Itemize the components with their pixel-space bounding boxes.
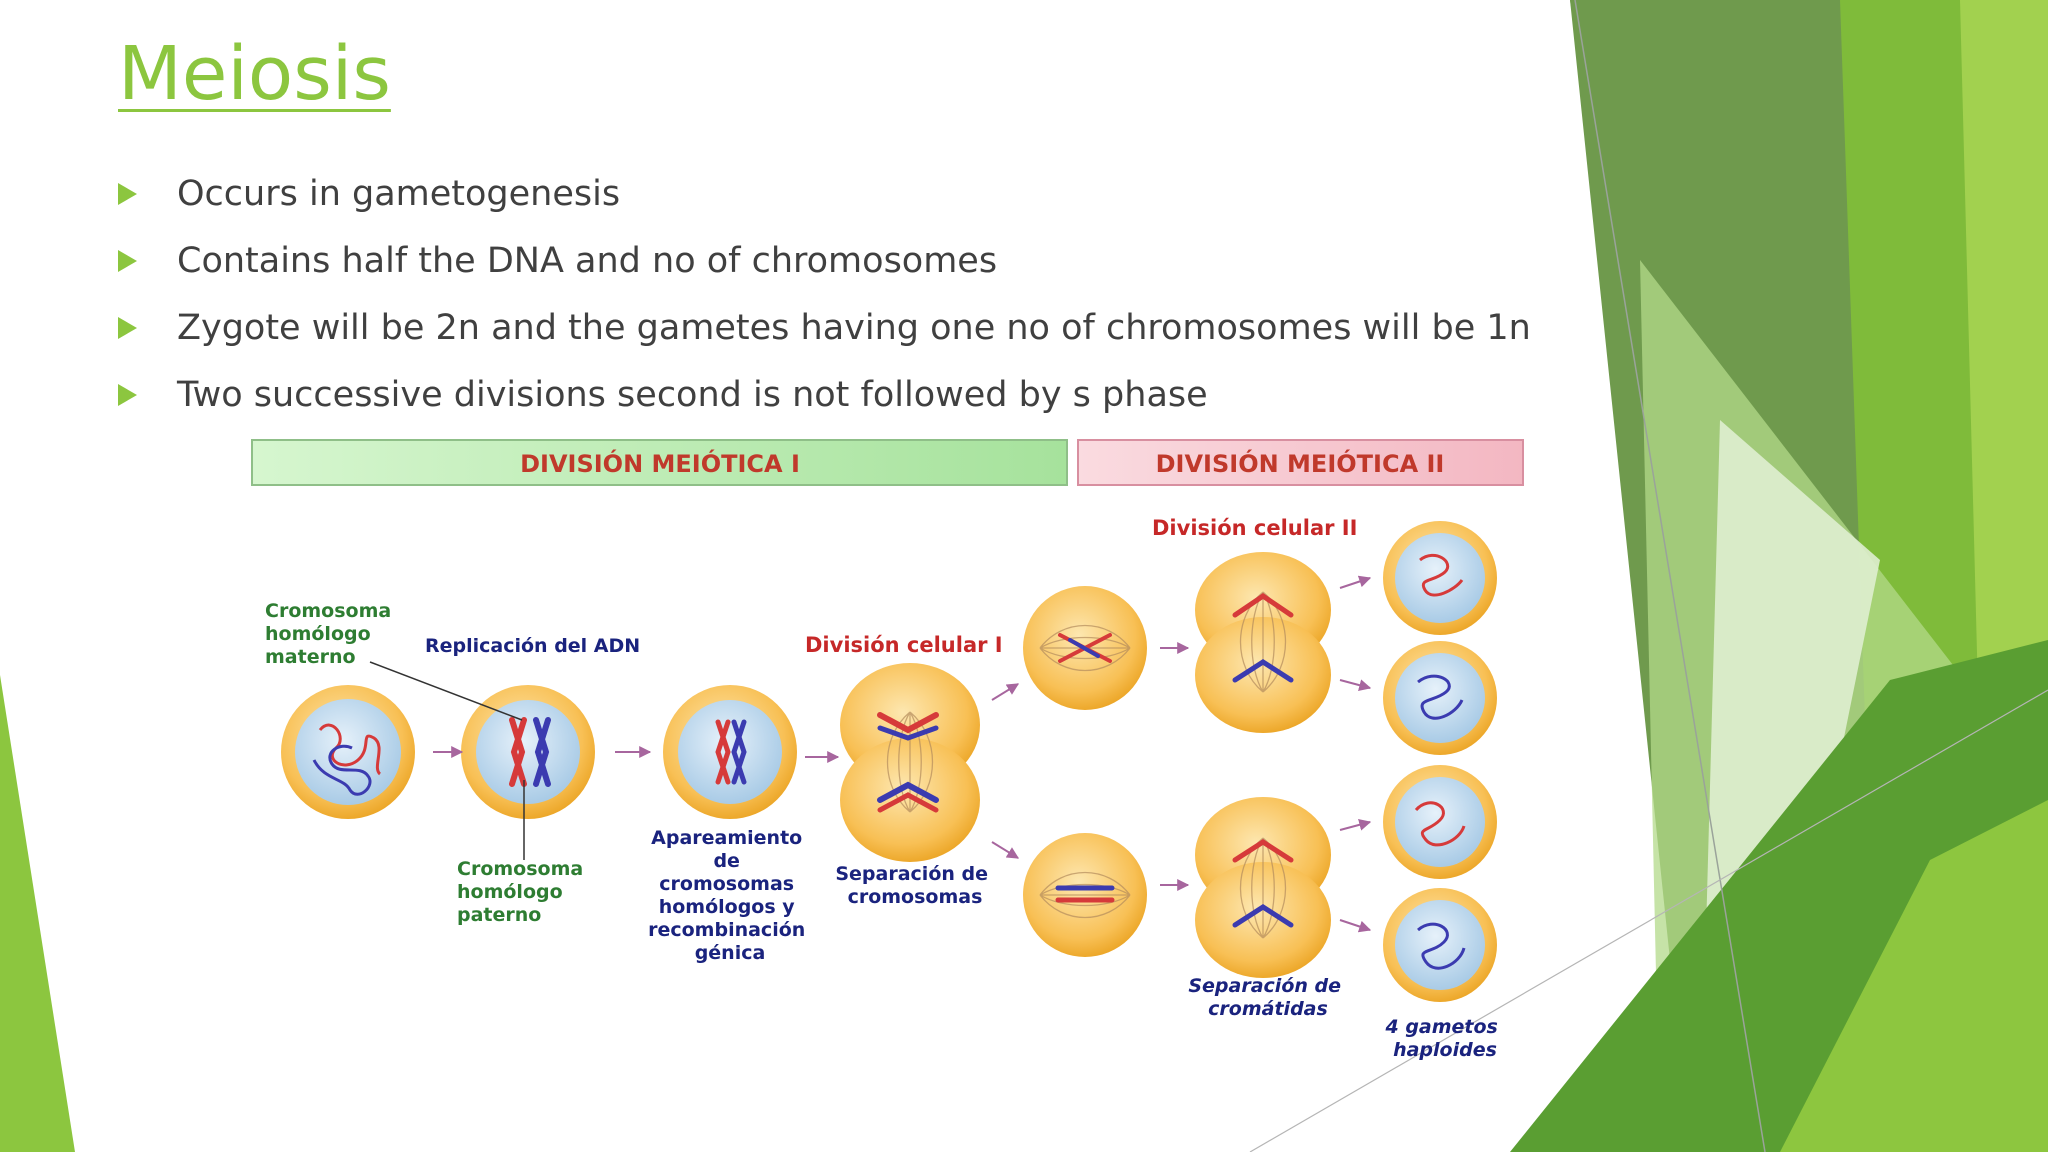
- cell-metaphase-2-top: [1023, 586, 1147, 710]
- cell-anaphase-1: [840, 663, 980, 862]
- cell-anaphase-2-bottom: [1195, 797, 1331, 978]
- bullet-text: Two successive divisions second is not f…: [177, 374, 1208, 415]
- bullet-list: Occurs in gametogenesis Contains half th…: [118, 160, 1531, 428]
- banner-2-text: DIVISIÓN MEIÓTICA II: [1156, 448, 1445, 478]
- right-decoration: [1249, 0, 2048, 1152]
- cell-anaphase-2-top: [1195, 552, 1331, 733]
- gamete-2: [1383, 641, 1497, 755]
- banner-meiosis-1: DIVISIÓN MEIÓTICA I: [251, 439, 1068, 486]
- triangle-bullet-icon: [118, 383, 137, 406]
- process-arrows: [433, 575, 1372, 933]
- bullet-text: Contains half the DNA and no of chromoso…: [177, 240, 998, 281]
- bullet-text: Zygote will be 2n and the gametes having…: [177, 307, 1531, 348]
- label-pairing-recombination: Apareamiento de cromosomas homólogos y r…: [648, 827, 812, 964]
- bullet-item: Contains half the DNA and no of chromoso…: [118, 227, 1531, 294]
- label-chromatid-separation: Separación de cromátidas: [1188, 975, 1347, 1020]
- leader-lines: [369, 661, 525, 860]
- label-paternal-homolog: Cromosoma homólogo paterno: [457, 858, 590, 926]
- gamete-1: [1383, 521, 1497, 635]
- label-maternal-homolog: Cromosoma homólogo materno: [265, 600, 398, 668]
- banner-meiosis-2: DIVISIÓN MEIÓTICA II: [1077, 439, 1524, 486]
- cell-interphase: [281, 685, 415, 819]
- label-cell-division-2: División celular II: [1152, 516, 1357, 540]
- gamete-3: [1383, 765, 1497, 879]
- label-cell-division-1: División celular I: [805, 633, 1003, 657]
- left-decoration: [0, 675, 75, 1152]
- cell-metaphase-2-bottom: [1023, 833, 1147, 957]
- bullet-text: Occurs in gametogenesis: [177, 173, 621, 214]
- triangle-bullet-icon: [118, 249, 137, 272]
- bullet-item: Two successive divisions second is not f…: [118, 361, 1531, 428]
- cell-replication: [461, 685, 595, 819]
- triangle-bullet-icon: [118, 182, 137, 205]
- banner-1-text: DIVISIÓN MEIÓTICA I: [520, 448, 800, 478]
- bullet-item: Occurs in gametogenesis: [118, 160, 1531, 227]
- gamete-4: [1383, 888, 1497, 1002]
- bullet-item: Zygote will be 2n and the gametes having…: [118, 294, 1531, 361]
- label-chromosome-separation: Separación de cromosomas: [835, 863, 994, 908]
- slide-title: Meiosis: [118, 31, 391, 117]
- label-haploid-gametes: 4 gametos haploides: [1384, 1016, 1504, 1061]
- triangle-bullet-icon: [118, 316, 137, 339]
- meiosis-diagram: DIVISIÓN MEIÓTICA I DIVISIÓN MEIÓTICA II: [251, 439, 1524, 1061]
- cell-synapsis: [663, 685, 797, 819]
- label-dna-replication: Replicación del ADN: [425, 635, 640, 657]
